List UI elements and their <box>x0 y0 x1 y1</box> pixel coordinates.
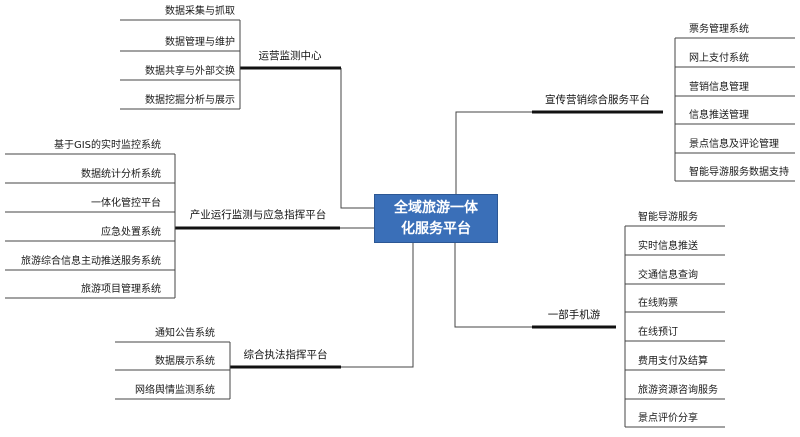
leaf-promo-5: 智能导游服务数据支持 <box>689 167 789 178</box>
connector-center-ops <box>340 68 374 209</box>
branch-ops-label: 运营监测中心 <box>258 50 322 62</box>
leaf-ind-4: 旅游综合信息主动推送服务系统 <box>21 256 161 267</box>
leaf-ind-3: 应急处置系统 <box>101 227 161 238</box>
leaf-ind-5: 旅游项目管理系统 <box>81 284 161 295</box>
leaf-ops-1: 数据管理与维护 <box>165 37 235 48</box>
branch-promo-label: 宣传营销综合服务平台 <box>545 94 650 106</box>
branch-mobile-label: 一部手机游 <box>547 309 601 321</box>
leaf-promo-1: 网上支付系统 <box>689 53 749 64</box>
central-node: 全域旅游一体 化服务平台 <box>374 194 498 243</box>
leaf-ops-2: 数据共享与外部交换 <box>145 66 235 77</box>
leaf-mobile-6: 旅游资源咨询服务 <box>638 385 718 396</box>
central-node-line2: 化服务平台 <box>401 221 471 237</box>
leaf-ind-1: 数据统计分析系统 <box>81 169 161 180</box>
branch-ind-label: 产业运行监测与应急指挥平台 <box>189 209 327 221</box>
leaf-mobile-2: 交通信息查询 <box>638 270 698 281</box>
connector-center-law <box>341 243 414 368</box>
leaf-ind-0: 基于GIS的实时监控系统 <box>53 140 161 151</box>
leaf-law-1: 数据展示系统 <box>155 356 215 367</box>
leaf-promo-2: 营销信息管理 <box>689 82 749 93</box>
leaf-mobile-5: 费用支付及结算 <box>638 356 708 367</box>
leaf-law-0: 通知公告系统 <box>155 328 215 339</box>
leaf-mobile-0: 智能导游服务 <box>638 212 698 223</box>
leaf-mobile-1: 实时信息推送 <box>638 241 698 252</box>
leaf-law-2: 网络舆情监测系统 <box>135 385 215 396</box>
leaf-ops-3: 数据挖掘分析与展示 <box>145 95 235 106</box>
connector-center-mobile <box>454 243 532 328</box>
central-node-line1: 全域旅游一体 <box>394 200 478 216</box>
branch-law-label: 综合执法指挥平台 <box>243 349 328 361</box>
leaf-promo-0: 票务管理系统 <box>689 24 749 35</box>
leaf-promo-4: 景点信息及评论管理 <box>689 139 779 150</box>
leaf-promo-3: 信息推送管理 <box>689 110 749 121</box>
leaf-ind-2: 一体化管控平台 <box>91 198 161 209</box>
leaf-mobile-4: 在线预订 <box>638 327 678 338</box>
leaf-mobile-7: 景点评价分享 <box>638 413 698 424</box>
leaf-ops-0: 数据采集与抓取 <box>165 6 235 17</box>
leaf-mobile-3: 在线购票 <box>638 298 678 309</box>
